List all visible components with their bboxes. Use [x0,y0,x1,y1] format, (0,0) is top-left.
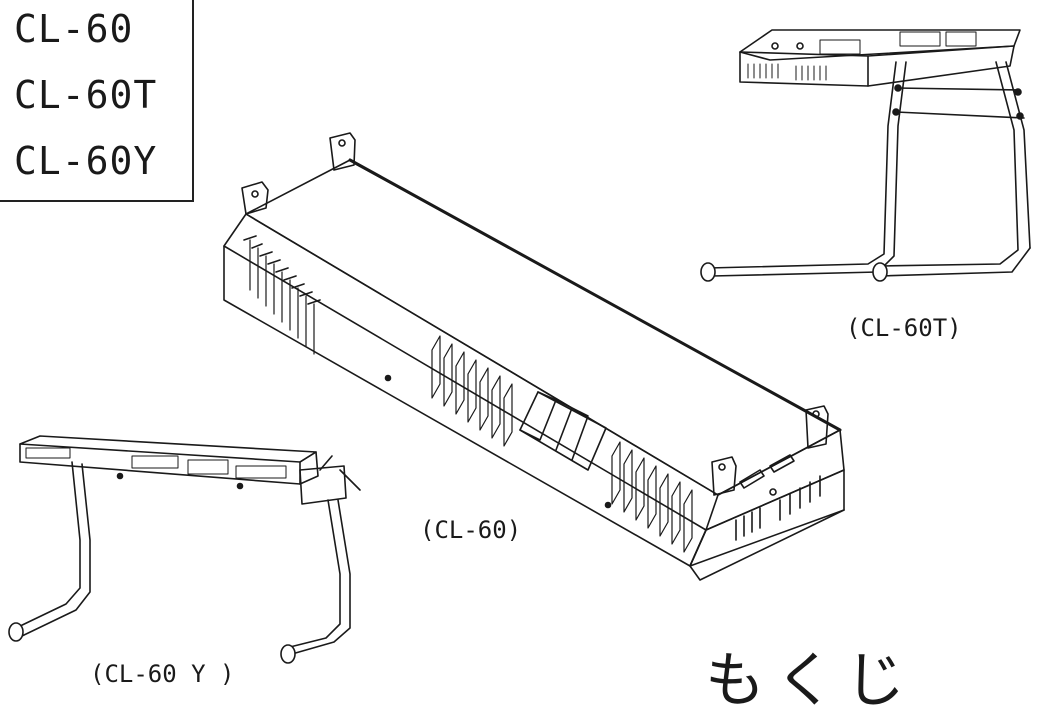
product-illustrations [8,29,1031,664]
caption-cl60t: (CL-60T) [846,314,962,342]
model-name: CL-60 [14,7,134,51]
cl60-main-unit [223,132,845,581]
cl60t-stand-unit [700,29,1031,282]
cl60y-stand-unit [8,435,361,664]
model-name: CL-60Y [14,139,158,183]
model-name: CL-60T [14,73,158,117]
model-list-box: CL-60 CL-60T CL-60Y [0,0,194,202]
caption-cl60: (CL-60) [420,516,522,544]
caption-cl60y: (CL-60 Y ) [90,660,235,688]
toc-heading: もくじ [705,646,915,716]
